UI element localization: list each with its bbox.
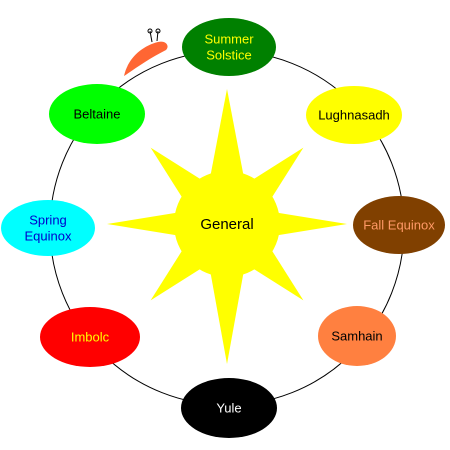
node-lughnasadh[interactable]: Lughnasadh bbox=[306, 86, 402, 144]
snail-icon bbox=[124, 28, 168, 76]
sun-disc bbox=[174, 171, 280, 277]
node-spring-equinox-label: Equinox bbox=[25, 228, 72, 243]
node-fall-equinox-label: Fall Equinox bbox=[363, 217, 435, 232]
node-yule-shape bbox=[181, 378, 277, 438]
sun-ray-4 bbox=[107, 212, 181, 236]
center-sun[interactable]: General bbox=[174, 171, 280, 277]
node-samhain-shape bbox=[318, 306, 396, 366]
node-beltaine-label: Beltaine bbox=[74, 106, 121, 121]
node-fall-equinox-shape bbox=[353, 196, 445, 254]
node-lughnasadh-label: Lughnasadh bbox=[318, 107, 390, 122]
node-imbolc-label: Imbolc bbox=[71, 329, 110, 344]
node-beltaine[interactable]: Beltaine bbox=[49, 84, 145, 144]
node-summer-solstice-label: Solstice bbox=[206, 47, 252, 62]
node-samhain[interactable]: Samhain bbox=[318, 306, 396, 366]
node-beltaine-shape bbox=[49, 84, 145, 144]
node-yule-label: Yule bbox=[216, 400, 241, 415]
sun-ray-2 bbox=[210, 270, 244, 364]
node-imbolc[interactable]: Imbolc bbox=[40, 307, 140, 367]
node-yule[interactable]: Yule bbox=[181, 378, 277, 438]
node-fall-equinox[interactable]: Fall Equinox bbox=[353, 196, 445, 254]
node-summer-solstice-label: Summer bbox=[204, 31, 254, 46]
node-imbolc-shape bbox=[40, 307, 140, 367]
node-samhain-label: Samhain bbox=[331, 328, 382, 343]
sun-ray-1 bbox=[210, 89, 244, 178]
node-spring-equinox-shape bbox=[1, 200, 95, 256]
node-spring-equinox-label: Spring bbox=[29, 212, 67, 227]
center-label: General bbox=[200, 216, 253, 233]
sun-ray-3 bbox=[273, 212, 347, 236]
node-lughnasadh-shape bbox=[306, 86, 402, 144]
node-summer-solstice-shape bbox=[182, 18, 276, 76]
